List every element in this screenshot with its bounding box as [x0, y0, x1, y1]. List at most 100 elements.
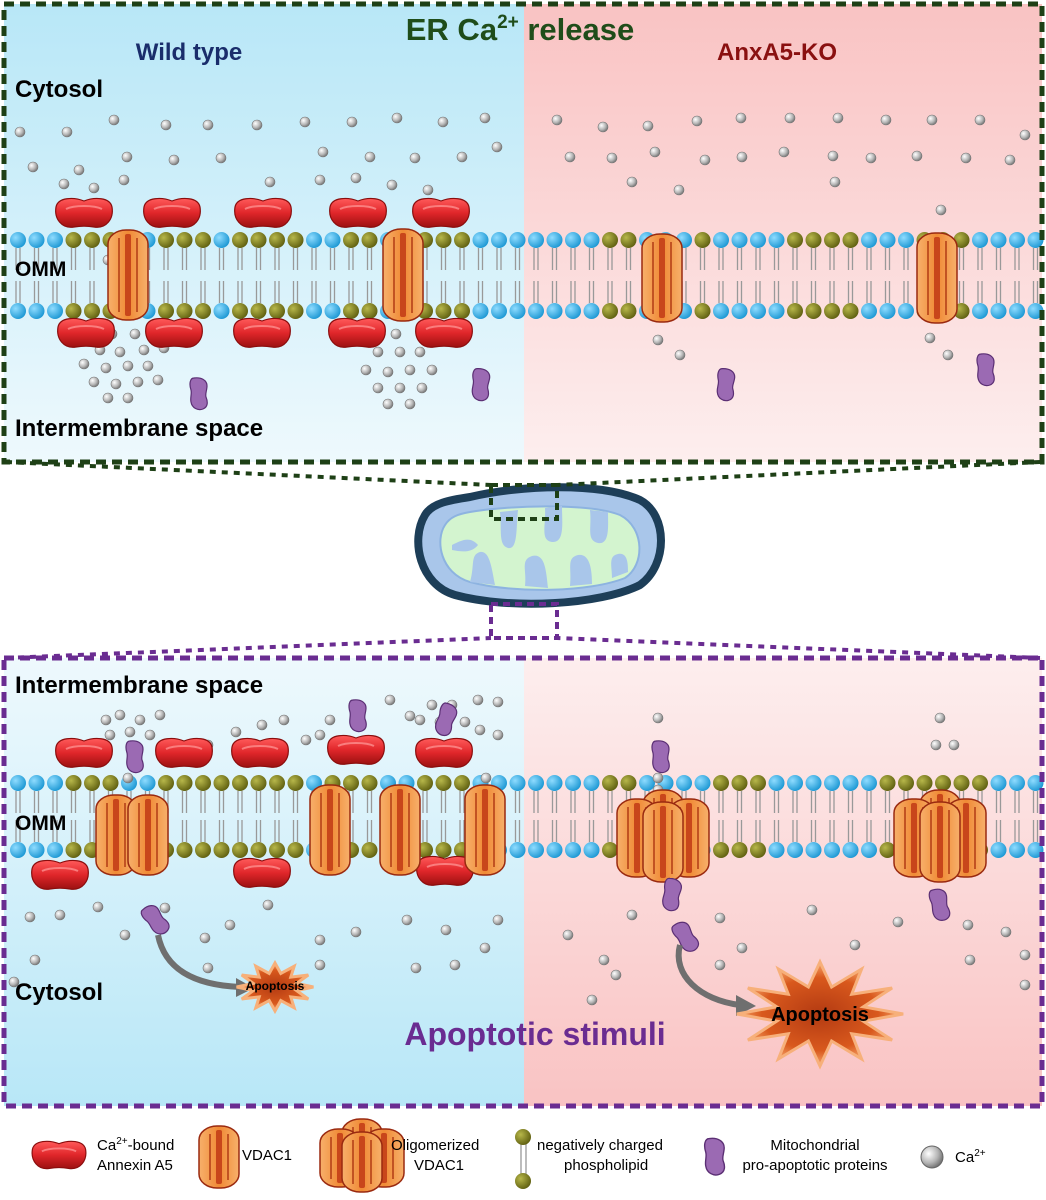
- bottom-zoom-line-right: [556, 636, 1041, 660]
- phospholipid-head-negative: [713, 775, 729, 791]
- lipid-tail: [570, 791, 576, 813]
- legend-protein-symbol: [703, 1137, 726, 1176]
- lipid-tail: [520, 1140, 527, 1176]
- phospholipid-head-negative: [361, 842, 378, 858]
- vdac-pore: [125, 234, 131, 316]
- phospholipid-head-negative: [953, 775, 970, 791]
- annexin-highlight: [67, 325, 105, 330]
- lipid-tail: [422, 820, 428, 842]
- lipid-tail: [736, 248, 743, 270]
- lipid-tail: [348, 281, 354, 303]
- annexin-highlight: [425, 745, 463, 750]
- phospholipid-head: [898, 232, 914, 248]
- lipid-tail: [33, 791, 40, 813]
- lipid-tail: [977, 248, 983, 270]
- calcium-ion: [492, 729, 504, 741]
- phospholipid-head: [28, 232, 45, 248]
- lipid-tail: [718, 791, 724, 813]
- lipid-tail: [810, 791, 817, 813]
- annexin-body: [55, 737, 113, 768]
- annexin-highlight: [243, 325, 281, 330]
- calcium-ion: [314, 174, 326, 186]
- lipid-tail: [15, 791, 21, 813]
- calcium-ion: [948, 739, 960, 751]
- lipid-tail: [829, 791, 835, 813]
- phospholipid-head-negative: [361, 303, 378, 319]
- phospholipid-head-negative: [898, 775, 914, 791]
- calcium-ion: [78, 358, 90, 370]
- lipid-tail: [292, 248, 299, 270]
- protein-body: [662, 877, 682, 912]
- calcium-ion: [360, 364, 372, 376]
- calcium-ion: [414, 714, 426, 726]
- lipid-tail: [292, 820, 299, 842]
- phospholipid-head: [990, 842, 1007, 858]
- apoptosis-burst: [236, 959, 314, 1015]
- lipid-tail: [440, 281, 447, 303]
- calcium-ion: [132, 376, 144, 388]
- phospholipid-head-negative: [269, 842, 285, 858]
- phospholipid-head-negative: [343, 303, 359, 319]
- phospholipid-head-negative: [731, 775, 748, 791]
- lipid-tail: [884, 791, 891, 813]
- calcium-ion: [1019, 129, 1031, 141]
- lipid-tail: [551, 820, 558, 842]
- protein-body: [671, 921, 700, 952]
- lipid-tail: [255, 281, 262, 303]
- phospholipid-head-negative: [750, 842, 766, 858]
- calcium-ion: [409, 152, 421, 164]
- pro-apoptotic-protein: [471, 368, 491, 402]
- lipid-tail: [89, 248, 95, 270]
- lipid-tail: [218, 791, 225, 813]
- calcium-ion: [168, 154, 180, 166]
- calcium-ion: [138, 344, 150, 356]
- legend-annexin-symbol: [31, 1140, 87, 1170]
- annexin-body: [415, 737, 473, 768]
- calcium-ion: [54, 909, 66, 921]
- calcium-ion: [230, 726, 242, 738]
- phospholipid-head: [565, 303, 581, 319]
- lipid-tail: [15, 248, 21, 270]
- phospholipid-head: [583, 775, 600, 791]
- lipid-tail: [847, 791, 854, 813]
- lipid-tail: [70, 281, 77, 303]
- phospholipid-head-negative: [269, 775, 285, 791]
- lipid-tail: [995, 281, 1002, 303]
- calcium-ion: [699, 154, 711, 166]
- lipid-tail: [237, 248, 243, 270]
- lipid-tail: [607, 281, 613, 303]
- calcium-ion: [492, 914, 504, 926]
- lipid-tail: [237, 281, 243, 303]
- annexin-a5: [31, 1140, 87, 1170]
- calcium-ion: [806, 904, 818, 916]
- phospholipid-head-negative: [84, 232, 100, 248]
- phospholipid-head: [509, 303, 526, 319]
- lipid-tail: [551, 281, 558, 303]
- phospholipid-head: [491, 232, 507, 248]
- lipid-tail: [699, 248, 706, 270]
- top-zoom-box: [489, 483, 559, 521]
- phospholipid-head: [805, 775, 822, 791]
- phospholipid-head: [842, 775, 859, 791]
- lipid-tail: [570, 248, 576, 270]
- lipid-tail: [255, 248, 262, 270]
- annexin-a5: [231, 737, 289, 768]
- phospholipid-head-negative: [232, 842, 248, 858]
- calcium-ion: [930, 739, 942, 751]
- calcium-ion: [364, 151, 376, 163]
- lipid-tail: [866, 820, 872, 842]
- phospholipid-head-negative: [361, 232, 378, 248]
- bottom-cytosol-label: Cytosol: [15, 979, 103, 1006]
- annexin-a5: [234, 197, 292, 228]
- bottom-panel-border: [1, 655, 1045, 1109]
- calcium-ion: [598, 954, 610, 966]
- phospholipid-head-negative: [213, 842, 230, 858]
- phospholipid-head: [47, 775, 63, 791]
- lipid-tail: [52, 820, 58, 842]
- legend-oligo-symbol: [319, 1118, 405, 1193]
- lipid-tail: [736, 281, 743, 303]
- calcium-ion: [449, 959, 461, 971]
- calcium-ion: [317, 146, 329, 158]
- top-title-suffix: release: [519, 12, 635, 47]
- lipid-tail: [607, 791, 613, 813]
